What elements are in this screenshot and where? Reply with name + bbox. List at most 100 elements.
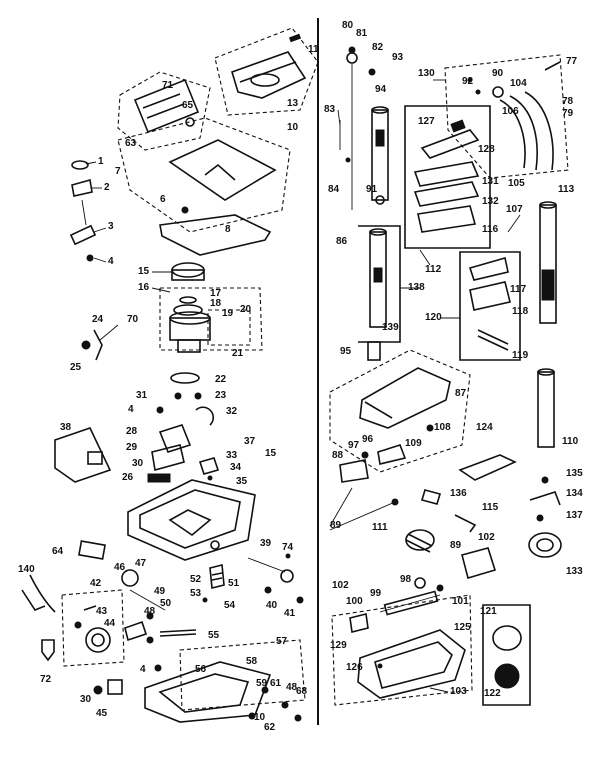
label-46: 46 (114, 562, 126, 573)
label-92: 92 (462, 76, 474, 87)
part-72 (41, 639, 55, 662)
label-7: 7 (115, 166, 121, 177)
label-110: 110 (562, 436, 579, 447)
label-30: 30 (132, 458, 144, 469)
label-61: 61 (270, 678, 282, 689)
label-15b: 15 (265, 448, 277, 459)
label-125: 125 (454, 622, 471, 633)
label-57: 57 (276, 636, 288, 647)
label-49: 49 (154, 586, 166, 597)
label-124: 124 (476, 422, 493, 433)
label-99: 99 (370, 588, 382, 599)
leader-lines (85, 79, 460, 693)
label-53: 53 (190, 588, 202, 599)
label-26: 26 (122, 472, 134, 483)
label-113: 113 (558, 184, 575, 195)
parts-33-34 (198, 457, 220, 481)
label-70: 70 (127, 314, 139, 325)
label-102b: 102 (332, 580, 349, 591)
label-4b: 4 (128, 404, 134, 415)
label-68: 68 (296, 686, 308, 697)
wand-parts-94 (371, 106, 389, 205)
label-48: 48 (144, 606, 156, 617)
label-3: 3 (108, 221, 114, 232)
label-16: 16 (138, 282, 150, 293)
brush-group-120 (459, 214, 521, 361)
label-103: 103 (450, 686, 467, 697)
part-95 (367, 341, 381, 361)
label-115: 115 (482, 502, 499, 513)
label-63: 63 (125, 138, 137, 149)
part-115 (454, 514, 477, 533)
canister-body-87 (329, 349, 471, 473)
label-116: 116 (482, 224, 499, 235)
label-10: 10 (287, 122, 299, 133)
label-71: 71 (162, 80, 174, 91)
label-135: 135 (566, 468, 583, 479)
attachments-group (404, 105, 491, 249)
part-140 (29, 574, 56, 613)
part-45 (107, 679, 123, 695)
label-106: 106 (502, 106, 519, 117)
label-111: 111 (372, 522, 388, 533)
label-13: 13 (287, 98, 299, 109)
part-136 (420, 489, 442, 505)
label-127: 127 (418, 116, 435, 127)
label-47: 47 (135, 558, 147, 569)
label-100: 100 (346, 596, 363, 607)
bottom-plate-group (144, 639, 306, 723)
label-10b: 10 (254, 712, 266, 723)
label-40: 40 (266, 600, 278, 611)
label-132: 132 (482, 196, 499, 207)
bottom-plate-103 (331, 594, 473, 706)
label-83: 83 (324, 104, 336, 115)
label-33: 33 (226, 450, 238, 461)
label-109: 109 (405, 438, 422, 449)
label-130: 130 (418, 68, 435, 79)
label-74: 74 (282, 542, 294, 553)
label-105: 105 (508, 178, 525, 189)
label-11: 11 (308, 44, 319, 55)
label-48b: 48 (286, 682, 298, 693)
part-number-labels: 11 13 10 71 65 63 7 6 1 2 3 4 8 15 16 17… (18, 20, 583, 733)
bail-part (159, 214, 272, 256)
label-58: 58 (246, 656, 258, 667)
label-121: 121 (480, 606, 497, 617)
label-93: 93 (392, 52, 404, 63)
label-39: 39 (260, 538, 272, 549)
parts-28-30 (147, 424, 192, 483)
label-35: 35 (236, 476, 248, 487)
hose-group-130 (444, 54, 569, 179)
wheel-group (61, 589, 125, 667)
label-17: 17 (210, 288, 222, 299)
parts-24-25 (81, 324, 119, 361)
label-91: 91 (366, 184, 378, 195)
label-32: 32 (226, 406, 238, 417)
label-20: 20 (240, 304, 252, 315)
label-84: 84 (328, 184, 340, 195)
label-136: 136 (450, 488, 467, 499)
label-120: 120 (425, 312, 442, 323)
label-126: 126 (346, 662, 363, 673)
label-65: 65 (182, 100, 194, 111)
parts-31-32 (156, 392, 215, 426)
label-89: 89 (330, 520, 342, 531)
label-43: 43 (96, 606, 108, 617)
small-parts-1-4 (69, 160, 97, 262)
label-137: 137 (566, 510, 583, 521)
label-97: 97 (348, 440, 360, 451)
label-104: 104 (510, 78, 527, 89)
label-42: 42 (90, 578, 102, 589)
label-94: 94 (375, 84, 387, 95)
label-87: 87 (455, 388, 467, 399)
label-131: 131 (482, 176, 499, 187)
label-6: 6 (160, 194, 166, 205)
label-79: 79 (562, 108, 574, 119)
label-37: 37 (244, 436, 256, 447)
label-72: 72 (40, 674, 52, 685)
parts-80-84 (339, 46, 376, 210)
label-23: 23 (215, 390, 227, 401)
parts-98-101 (349, 577, 444, 633)
